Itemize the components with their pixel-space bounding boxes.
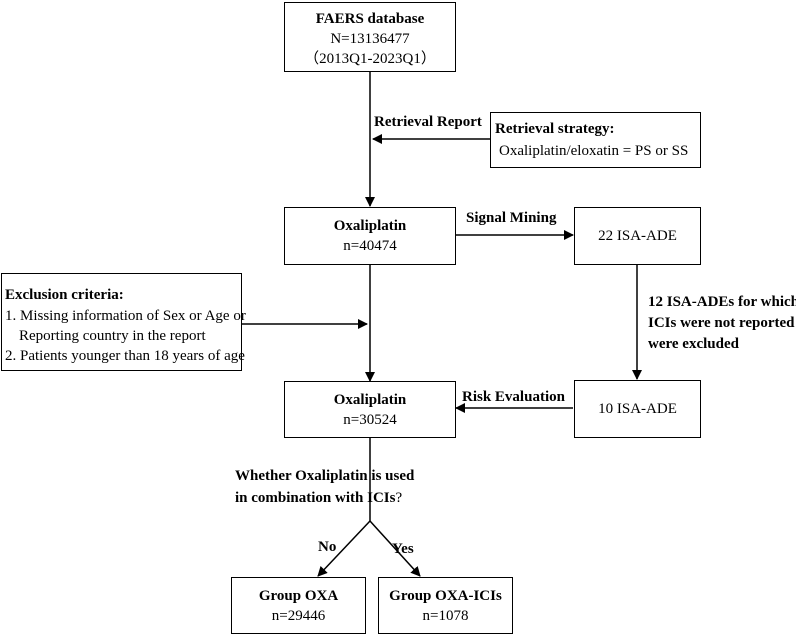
oxaliplatin-box-2: Oxaliplatin n=30524 — [284, 381, 456, 438]
signal-mining-label: Signal Mining — [466, 210, 557, 226]
group-oxa-count: n=29446 — [271, 608, 326, 624]
retrieval-strategy-text: Oxaliplatin/eloxatin = PS or SS — [499, 143, 689, 159]
branch-yes-label: Yes — [392, 541, 414, 557]
exclusion-item-1-line-1: 1. Missing information of Sex or Age or — [5, 308, 246, 324]
exclusion-item-1-line-2: Reporting country in the report — [19, 328, 206, 344]
isa-ade-10-box: 10 ISA-ADE — [574, 380, 701, 438]
group-oxa-icis-count: n=1078 — [422, 608, 469, 624]
isa-ade-22-text: 22 ISA-ADE — [598, 228, 677, 244]
risk-evaluation-label: Risk Evaluation — [462, 389, 565, 405]
faers-database-box: FAERS database N=13136477 （2013Q1-2023Q1… — [284, 2, 456, 72]
faers-range: （2013Q1-2023Q1） — [304, 51, 436, 67]
combination-question-line-2: in combination with ICIs? — [235, 489, 402, 507]
combination-question-line-1: Whether Oxaliplatin is used — [235, 468, 415, 484]
arrow-branch-no — [317, 520, 371, 577]
combination-question-mark: ? — [395, 490, 403, 506]
oxaliplatin-1-count: n=40474 — [343, 238, 397, 254]
group-oxa-icis-box: Group OXA-ICIs n=1078 — [378, 577, 513, 634]
branch-no-label: No — [318, 539, 337, 555]
exclusion-item-2: 2. Patients younger than 18 years of age — [5, 348, 245, 364]
group-oxa-icis-title: Group OXA-ICIs — [389, 588, 502, 604]
isa-ade-exclusion-note-line-2: ICIs were not reported — [648, 315, 795, 331]
retrieval-report-label: Retrieval Report — [374, 114, 482, 130]
oxaliplatin-box-1: Oxaliplatin n=40474 — [284, 207, 456, 265]
isa-ade-10-text: 10 ISA-ADE — [598, 401, 677, 417]
oxaliplatin-2-title: Oxaliplatin — [333, 392, 407, 408]
retrieval-strategy-box: Retrieval strategy: Oxaliplatin/eloxatin… — [490, 112, 701, 168]
oxaliplatin-2-count: n=30524 — [343, 412, 397, 428]
exclusion-criteria-box: Exclusion criteria: 1. Missing informati… — [1, 273, 246, 371]
combination-question-text: in combination with ICIs — [235, 490, 396, 506]
isa-ade-22-box: 22 ISA-ADE — [574, 207, 701, 265]
arrow-branch-yes — [369, 520, 421, 577]
isa-ade-exclusion-note-line-3: were excluded — [648, 336, 739, 352]
group-oxa-title: Group OXA — [258, 588, 339, 604]
oxaliplatin-1-title: Oxaliplatin — [333, 218, 407, 234]
group-oxa-box: Group OXA n=29446 — [231, 577, 366, 634]
faers-title: FAERS database — [315, 11, 425, 27]
faers-count: N=13136477 — [330, 31, 410, 47]
isa-ade-exclusion-note-line-1: 12 ISA-ADEs for which — [648, 294, 796, 310]
retrieval-strategy-title: Retrieval strategy: — [495, 121, 615, 137]
exclusion-criteria-title: Exclusion criteria: — [5, 287, 124, 303]
